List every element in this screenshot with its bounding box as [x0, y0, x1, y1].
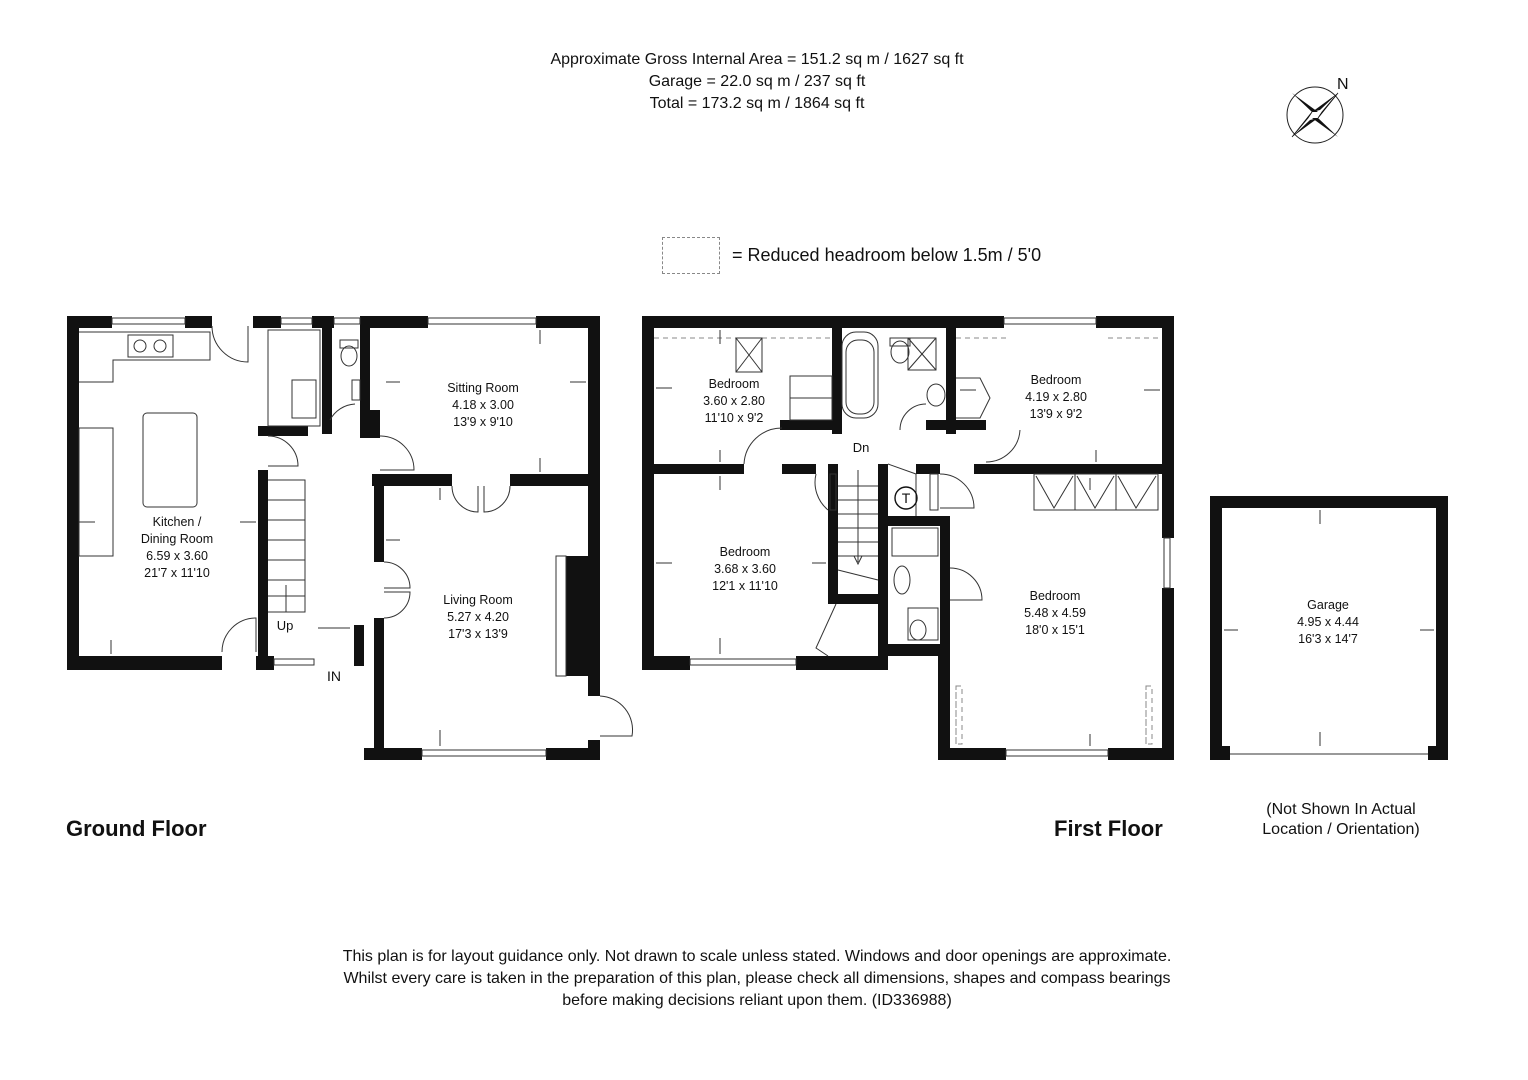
tank-label: T [901, 490, 911, 506]
garage-area: Garage = 22.0 sq m / 237 sq ft [648, 73, 866, 90]
room-imperial: 13'9 x 9'2 [1029, 407, 1083, 421]
room-imperial: 13'9 x 9'10 [453, 415, 513, 429]
reduced-headroom-legend-text: = Reduced headroom below 1.5m / 5'0 [732, 245, 1042, 265]
room-garage: Garage 4.95 x 4.44 16'3 x 14'7 [1297, 597, 1359, 648]
garage-walls [1210, 496, 1448, 760]
stairs-up-label: Up [276, 618, 294, 633]
room-metric: 3.68 x 3.60 [714, 562, 776, 576]
room-bedroom-3: Bedroom 3.68 x 3.60 12'1 x 11'10 [712, 544, 778, 595]
room-bedroom-1: Bedroom 3.60 x 2.80 11'10 x 9'2 [703, 376, 765, 427]
room-imperial: 21'7 x 11'10 [144, 566, 210, 580]
reduced-headroom-legend-swatch [662, 237, 720, 274]
disclaimer-line1: This plan is for layout guidance only. N… [342, 948, 1172, 965]
room-name: Bedroom [708, 377, 760, 391]
compass-north-label: N [1337, 76, 1349, 93]
room-name: Bedroom [1029, 589, 1081, 603]
first-floor-walls [642, 316, 1174, 760]
room-kitchen-dining: Kitchen / Dining Room 6.59 x 3.60 21'7 x… [141, 514, 213, 582]
room-name-line2: Dining Room [140, 532, 214, 546]
room-name: Kitchen / [152, 515, 202, 529]
room-name: Garage [1307, 598, 1349, 612]
room-imperial: 11'10 x 9'2 [704, 411, 764, 425]
gross-internal-area: Approximate Gross Internal Area = 151.2 … [550, 51, 964, 68]
room-metric: 4.19 x 2.80 [1025, 390, 1087, 404]
room-metric: 3.60 x 2.80 [703, 394, 765, 408]
disclaimer-line3: before making decisions reliant upon the… [562, 992, 952, 1009]
room-living: Living Room 5.27 x 4.20 17'3 x 13'9 [443, 592, 512, 643]
ground-floor-walls [67, 316, 600, 760]
room-name: Sitting Room [447, 381, 519, 395]
room-bedroom-2: Bedroom 4.19 x 2.80 13'9 x 9'2 [1025, 372, 1087, 423]
entrance-label: IN [327, 668, 341, 684]
garage-note-line1: (Not Shown In Actual [1266, 801, 1416, 818]
room-metric: 4.95 x 4.44 [1297, 615, 1359, 629]
garage-note-line2: Location / Orientation) [1262, 821, 1420, 838]
room-metric: 4.18 x 3.00 [452, 398, 514, 412]
room-metric: 5.48 x 4.59 [1024, 606, 1086, 620]
disclaimer: This plan is for layout guidance only. N… [0, 946, 1514, 1012]
room-metric: 5.27 x 4.20 [447, 610, 509, 624]
room-sitting: Sitting Room 4.18 x 3.00 13'9 x 9'10 [447, 380, 519, 431]
dimension-arrows [79, 330, 1434, 746]
area-summary: Approximate Gross Internal Area = 151.2 … [0, 49, 1514, 115]
compass-rose-icon [1286, 86, 1344, 144]
room-imperial: 12'1 x 11'10 [712, 579, 778, 593]
room-imperial: 16'3 x 14'7 [1298, 632, 1358, 646]
room-name: Bedroom [1030, 373, 1082, 387]
first-floor-fixtures [654, 317, 1171, 757]
ground-floor-fixtures [78, 317, 634, 757]
first-floor-title: First Floor [1054, 816, 1163, 841]
room-metric: 6.59 x 3.60 [146, 549, 208, 563]
room-bedroom-4: Bedroom 5.48 x 4.59 18'0 x 15'1 [1024, 588, 1086, 639]
stairs-down-label: Dn [852, 440, 870, 455]
ground-floor-title: Ground Floor [66, 816, 207, 841]
room-name: Living Room [443, 593, 513, 607]
room-name: Bedroom [719, 545, 771, 559]
room-imperial: 18'0 x 15'1 [1025, 623, 1085, 637]
room-imperial: 17'3 x 13'9 [448, 627, 508, 641]
total-area: Total = 173.2 sq m / 1864 sq ft [649, 95, 865, 112]
disclaimer-line2: Whilst every care is taken in the prepar… [343, 970, 1171, 987]
garage-note: (Not Shown In Actual Location / Orientat… [1250, 800, 1432, 840]
